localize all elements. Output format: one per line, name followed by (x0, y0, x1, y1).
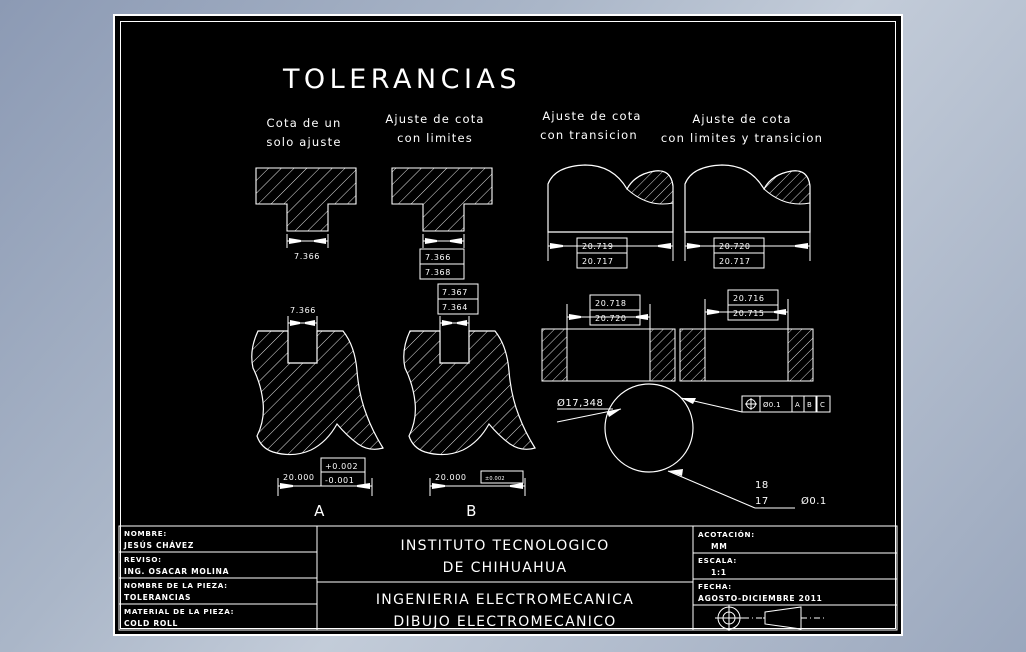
cad-drawing-sheet: TOLERANCIAS Cota de un solo ajuste Ajust… (113, 14, 903, 636)
bottom-dimension-b: 20.000 ±0.002 B (429, 470, 526, 520)
dimension-r1c4: 20.720 20.717 (684, 232, 811, 269)
dimension-r1c3: 20.719 20.717 (547, 232, 674, 269)
fcf-datum-a: A (795, 401, 800, 409)
institution-line-1: INSTITUTO TECNOLOGICO (400, 538, 609, 554)
dimension-r1c2: 7.366 7.368 (419, 234, 465, 280)
field-label-fecha: FECHA: (698, 582, 732, 591)
dim-a-lower: -0.001 (325, 476, 354, 485)
dimension-r1c1: 7.366 (286, 234, 329, 261)
dim-r2c4-upper: 20.716 (733, 294, 765, 303)
fcf-tolerance-value: Ø0.1 (763, 401, 781, 409)
dim-a-nominal: 20.000 (283, 473, 315, 482)
dim-b-tolerance: ±0.002 (485, 476, 505, 482)
dim-r1c4-lower: 20.717 (719, 257, 751, 266)
career-line-2: DIBUJO ELECTROMECANICO (393, 614, 616, 630)
col1-line1: Cota de un (267, 116, 342, 130)
title-block-left: NOMBRE: JESÚS CHÁVEZ REVISO: ING. OSACAR… (119, 529, 317, 628)
dim-r1c1-value: 7.366 (294, 252, 320, 261)
figure-r1c2-tsection: 7.366 7.368 (391, 167, 493, 280)
fcf-datum-b: B (807, 401, 812, 409)
figure-r2c4-bore: 20.716 20.715 (679, 289, 814, 382)
col4-line2: con limites y transicion (661, 131, 823, 145)
col3-line1: Ajuste de cota (542, 109, 641, 123)
dim-r1c2-lower: 7.368 (425, 268, 451, 277)
column-heading-2: Ajuste de cota con limites (385, 112, 484, 145)
title-block-right: ACOTACIÓN: MM ESCALA: 1:1 FECHA: AGOSTO-… (693, 530, 897, 631)
gdt-circle-detail: Ø17,348 Ø0.1 A B (556, 383, 831, 509)
first-angle-projection-symbol-icon (715, 605, 827, 631)
dim-r1c2-upper: 7.366 (425, 253, 451, 262)
col4-line1: Ajuste de cota (692, 112, 791, 126)
column-heading-3: Ajuste de cota con transicion (540, 109, 641, 142)
diameter-callout-text: Ø17,348 (557, 397, 603, 409)
dim-r2c4-lower: 20.715 (733, 309, 765, 318)
career-line-1: INGENIERIA ELECTROMECANICA (376, 592, 634, 608)
feature-control-frame: Ø0.1 A B C (680, 395, 831, 413)
dim-a-upper: +0.002 (325, 462, 358, 471)
field-label-escala: ESCALA: (698, 556, 737, 565)
dimension-r2c2: 7.367 7.364 (437, 283, 479, 332)
figure-r1c3-transition: 20.719 20.717 (547, 164, 674, 269)
figure-label-b: B (466, 502, 478, 520)
dim-r1c4-upper: 20.720 (719, 242, 751, 251)
figure-r1c4-transition: 20.720 20.717 (684, 164, 811, 269)
field-value-escala: 1:1 (711, 568, 727, 577)
column-heading-1: Cota de un solo ajuste (266, 116, 342, 149)
dim-r2c2-lower: 7.364 (442, 303, 468, 312)
dimension-r2c4: 20.716 20.715 (704, 289, 789, 329)
dimension-r2c3: 20.718 20.720 (566, 294, 651, 329)
drawing-title: TOLERANCIAS (282, 64, 521, 95)
field-value-fecha: AGOSTO-DICIEMBRE 2011 (698, 594, 823, 603)
col2-line1: Ajuste de cota (385, 112, 484, 126)
position-symbol-icon (745, 398, 757, 410)
stack-tolerance-value: Ø0.1 (801, 495, 827, 507)
drawing-canvas: TOLERANCIAS Cota de un solo ajuste Ajust… (115, 16, 901, 634)
field-label-nombre: NOMBRE: (124, 529, 167, 538)
field-value-reviso: ING. OSACAR MOLINA (124, 567, 229, 576)
dim-r1c3-upper: 20.719 (582, 242, 614, 251)
field-value-nombre: JESÚS CHÁVEZ (123, 541, 194, 550)
figure-r2c2-organic: 7.367 7.364 (403, 283, 536, 456)
field-label-nombre-pieza: NOMBRE DE LA PIEZA: (124, 581, 228, 590)
field-label-reviso: REVISO: (124, 555, 162, 564)
field-label-material: MATERIAL DE LA PIEZA: (124, 607, 234, 616)
stacked-tolerance-leader: 18 17 Ø0.1 (667, 469, 827, 509)
dim-r2c3-lower: 20.720 (595, 314, 627, 323)
figure-r2c3-bore: 20.718 20.720 (541, 294, 676, 382)
sheet-inner-border (120, 21, 896, 629)
stack-lower-value: 17 (755, 496, 769, 507)
col1-line2: solo ajuste (266, 135, 341, 149)
dim-b-nominal: 20.000 (435, 473, 467, 482)
dim-r2c1-value: 7.366 (290, 306, 316, 315)
field-value-nombre-pieza: TOLERANCIAS (124, 593, 191, 602)
dim-r2c2-upper: 7.367 (442, 288, 468, 297)
bottom-dimension-a: 20.000 +0.002 -0.001 A (277, 457, 373, 520)
figure-r1c1-tsection: 7.366 (255, 167, 357, 261)
title-block: NOMBRE: JESÚS CHÁVEZ REVISO: ING. OSACAR… (118, 525, 898, 631)
dimension-r2c1: 7.366 (287, 306, 318, 332)
dim-r1c3-lower: 20.717 (582, 257, 614, 266)
diameter-callout-leader: Ø17,348 (556, 397, 622, 423)
figure-label-a: A (314, 502, 326, 520)
dim-r2c3-upper: 20.718 (595, 299, 627, 308)
institution-line-2: DE CHIHUAHUA (443, 560, 568, 576)
field-label-acotacion: ACOTACIÓN: (698, 530, 755, 539)
fcf-datum-c: C (820, 401, 825, 409)
title-block-center: INSTITUTO TECNOLOGICO DE CHIHUAHUA INGEN… (317, 538, 693, 630)
figure-r2c1-organic: 7.366 (251, 306, 384, 456)
column-heading-4: Ajuste de cota con limites y transicion (661, 112, 823, 145)
field-value-material: COLD ROLL (124, 619, 178, 628)
field-value-acotacion: MM (711, 542, 728, 551)
col3-line2: con transicion (540, 128, 638, 142)
col2-line2: con limites (397, 131, 473, 145)
stack-upper-value: 18 (755, 480, 769, 491)
